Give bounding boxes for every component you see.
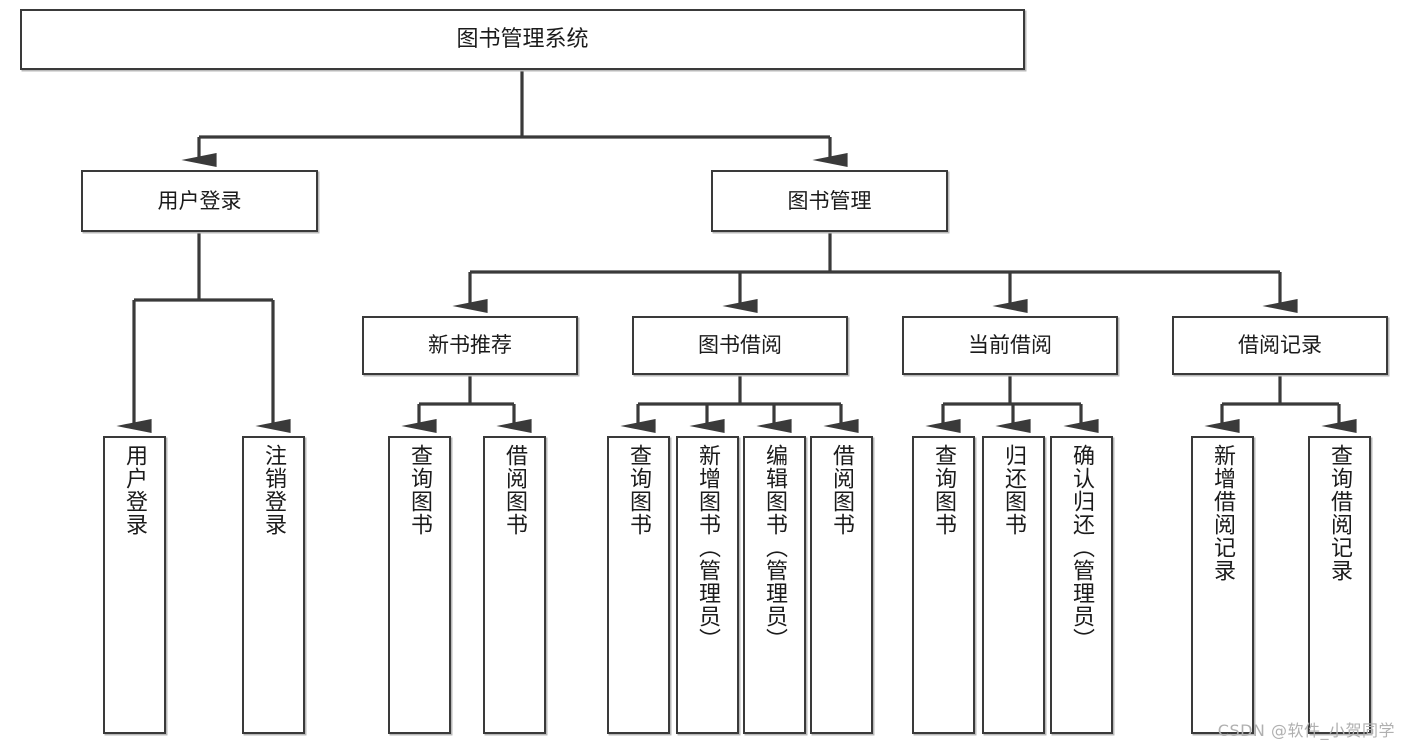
leaf-borrow-book-recommend[interactable]: 借阅图书	[483, 436, 546, 734]
node-new-book-recommend[interactable]: 新书推荐	[362, 316, 578, 375]
leaf-logout-login[interactable]: 注销登录	[242, 436, 305, 734]
leaf-add-book-admin[interactable]: 新增图书（管理员）	[676, 436, 739, 734]
node-label: 新增图书（管理员）	[695, 444, 721, 651]
node-user-login[interactable]: 用户登录	[81, 170, 318, 232]
leaf-edit-book-admin[interactable]: 编辑图书（管理员）	[743, 436, 806, 734]
node-label: 查询借阅记录	[1327, 444, 1353, 582]
node-label: 用户登录	[157, 188, 242, 213]
node-label: 借阅记录	[1238, 333, 1322, 358]
node-label: 查询图书	[626, 444, 652, 536]
leaf-query-book-recommend[interactable]: 查询图书	[388, 436, 451, 734]
leaf-query-book-current[interactable]: 查询图书	[912, 436, 975, 734]
node-label: 注销登录	[261, 444, 287, 536]
leaf-query-borrow-record[interactable]: 查询借阅记录	[1308, 436, 1371, 734]
node-label: 用户登录	[122, 444, 148, 536]
node-label: 查询图书	[931, 444, 957, 536]
node-label: 图书管理系统	[456, 26, 589, 52]
csdn-watermark: CSDN @软件_小贺同学	[1217, 721, 1395, 740]
leaf-confirm-return-admin[interactable]: 确认归还（管理员）	[1050, 436, 1113, 734]
node-label: 图书管理	[787, 188, 872, 213]
node-book-manage[interactable]: 图书管理	[711, 170, 948, 232]
node-label: 新书推荐	[428, 333, 512, 358]
node-current-borrow[interactable]: 当前借阅	[902, 316, 1118, 375]
node-label: 图书借阅	[698, 333, 782, 358]
node-root-system[interactable]: 图书管理系统	[20, 9, 1025, 70]
node-label: 当前借阅	[968, 333, 1052, 358]
node-label: 查询图书	[407, 444, 433, 536]
node-label: 新增借阅记录	[1210, 444, 1236, 582]
node-label: 确认归还（管理员）	[1069, 444, 1095, 651]
node-borrow-record[interactable]: 借阅记录	[1172, 316, 1388, 375]
node-label: 借阅图书	[502, 444, 528, 536]
leaf-return-book[interactable]: 归还图书	[982, 436, 1045, 734]
node-label: 归还图书	[1001, 444, 1027, 536]
node-label: 编辑图书（管理员）	[762, 444, 788, 651]
leaf-user-login[interactable]: 用户登录	[103, 436, 166, 734]
node-book-borrow[interactable]: 图书借阅	[632, 316, 848, 375]
leaf-borrow-book-borrow[interactable]: 借阅图书	[810, 436, 873, 734]
leaf-add-borrow-record[interactable]: 新增借阅记录	[1191, 436, 1254, 734]
leaf-query-book-borrow[interactable]: 查询图书	[607, 436, 670, 734]
node-label: 借阅图书	[829, 444, 855, 536]
